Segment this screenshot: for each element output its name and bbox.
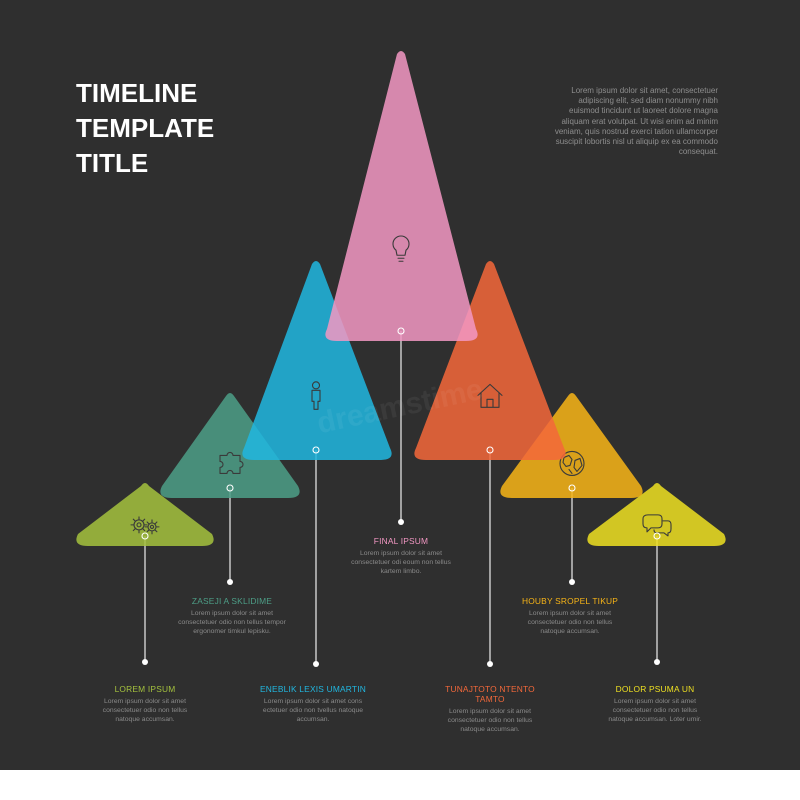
chat-icon [642,514,672,537]
person-icon [311,381,321,410]
step-caption-lime: DOLOR PSUMA UN Lorem ipsum dolor sit amet… [601,684,709,724]
connector-start-dot-teal [226,484,234,492]
step-heading: ENEBLIK LEXIS UMARTIN [260,684,366,694]
gears-icon [130,516,160,535]
step-caption-green: LOREM IPSUM Lorem ipsum dolor sit amet co… [91,684,199,724]
step-caption-pink: FINAL IPSUM Lorem ipsum dolor sit amet co… [341,536,461,576]
triangle-green [76,483,214,546]
globe-icon [559,450,585,476]
title-line-2: TEMPLATE [76,113,215,143]
step-caption-orange: TUNAJTOTO NTENTO TAMTO Lorem ipsum dolor … [436,684,544,734]
step-description: Lorem ipsum dolor sit amet consectetuer … [608,698,702,723]
connector-start-dot-lime [653,532,661,540]
step-caption-teal: ZASEJI A SKLIDIME Lorem ipsum dolor sit a… [178,596,286,636]
connector-start-dot-green [141,532,149,540]
connector-start-dot-yellow [568,484,576,492]
step-description: Lorem ipsum dolor sit amet consectetuer … [447,708,533,733]
connector-end-dot-blue [313,661,319,667]
step-heading: HOUBY SROPEL TIKUP [521,596,619,606]
step-heading: DOLOR PSUMA UN [615,684,695,694]
connector-end-dot-orange [487,661,493,667]
connector-start-dot-pink [397,327,405,335]
house-icon [477,383,503,408]
step-description: Lorem ipsum dolor sit amet consectetuer … [102,698,188,723]
connector-end-dot-yellow [569,579,575,585]
connector-end-dot-pink [398,519,404,525]
connector-start-dot-orange [486,446,494,454]
step-heading: FINAL IPSUM [373,536,429,546]
title-line-3: TITLE [76,148,149,178]
step-heading: LOREM IPSUM [114,684,176,694]
title-line-1: TIMELINE [76,78,198,108]
connector-start-dot-blue [312,446,320,454]
intro-paragraph: Lorem ipsum dolor sit amet, consectetuer… [554,86,718,157]
triangle-blue [242,261,392,460]
lightbulb-icon [392,235,410,262]
step-heading: TUNAJTOTO NTENTO TAMTO [445,684,535,704]
connector-end-dot-teal [227,579,233,585]
puzzle-icon [219,451,244,474]
step-description: Lorem ipsum dolor sit amet consectetuer … [527,610,613,635]
triangle-yellow [500,393,643,498]
step-caption-yellow: HOUBY SROPEL TIKUP Lorem ipsum dolor sit … [516,596,624,636]
triangle-teal [160,393,300,498]
connector-end-dot-green [142,659,148,665]
triangle-orange [414,261,566,460]
triangle-pink [325,51,478,341]
step-description: Lorem ipsum dolor sit amet consectetuer … [351,550,451,575]
connector-end-dot-lime [654,659,660,665]
step-description: Lorem ipsum dolor sit amet consectetuer … [178,610,286,635]
step-caption-blue: ENEBLIK LEXIS UMARTIN Lorem ipsum dolor s… [259,684,367,724]
step-description: Lorem ipsum dolor sit amet cons ectetuer… [262,698,364,723]
footer-strip [0,770,800,800]
step-heading: ZASEJI A SKLIDIME [191,596,273,606]
page-title: TIMELINE TEMPLATE TITLE [76,76,214,181]
